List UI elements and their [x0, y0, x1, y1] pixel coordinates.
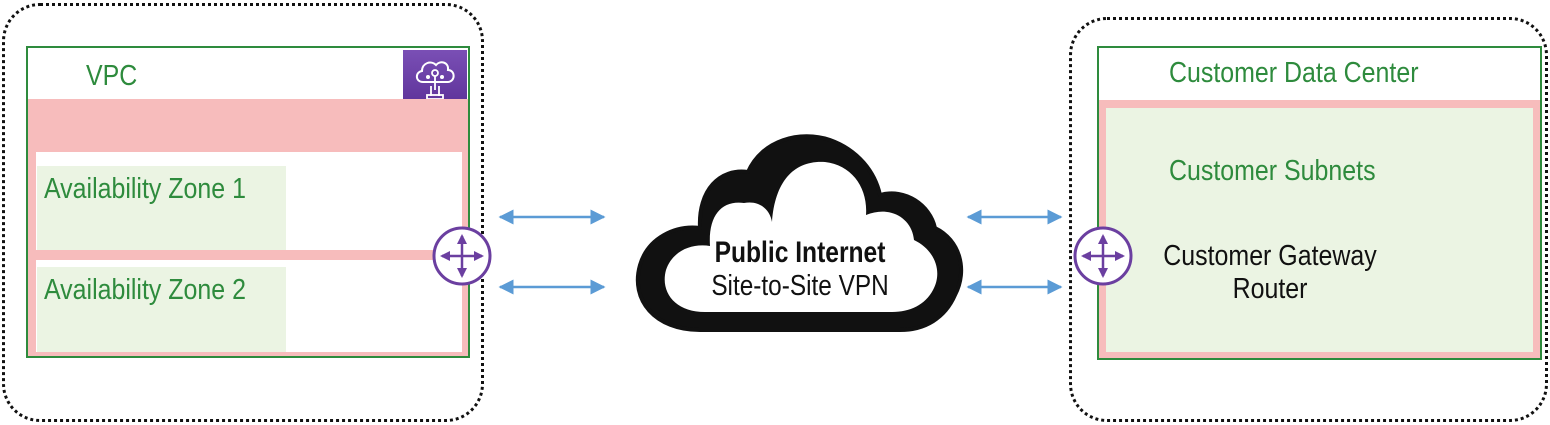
availability-zone-1-label: Availability Zone 1 — [44, 173, 246, 205]
cloud-title: Public Internet — [714, 236, 886, 269]
customer-subnets-inner — [1106, 108, 1533, 352]
availability-zone-2-label-box — [37, 267, 286, 352]
customer-subnets-label: Customer Subnets — [1169, 155, 1376, 187]
aws-region-boundary — [2, 3, 484, 422]
vpc-label: VPC — [86, 60, 138, 92]
availability-zone-1-label-box — [37, 166, 286, 250]
availability-zone-2-label: Availability Zone 2 — [44, 274, 246, 306]
customer-gateway-router-icon — [1073, 226, 1133, 286]
customer-data-center-label: Customer Data Center — [1169, 57, 1419, 89]
customer-gateway-label-line1: Customer Gateway — [1163, 240, 1377, 272]
customer-gateway-label: Customer Gateway Router — [1156, 240, 1383, 307]
vpn-gateway-router-icon — [432, 226, 492, 286]
customer-region-boundary — [1069, 17, 1548, 422]
customer-gateway-label-line2: Router — [1232, 273, 1308, 306]
public-internet-cloud-icon — [635, 134, 964, 332]
cloud-subtitle: Site-to-Site VPN — [711, 270, 889, 302]
